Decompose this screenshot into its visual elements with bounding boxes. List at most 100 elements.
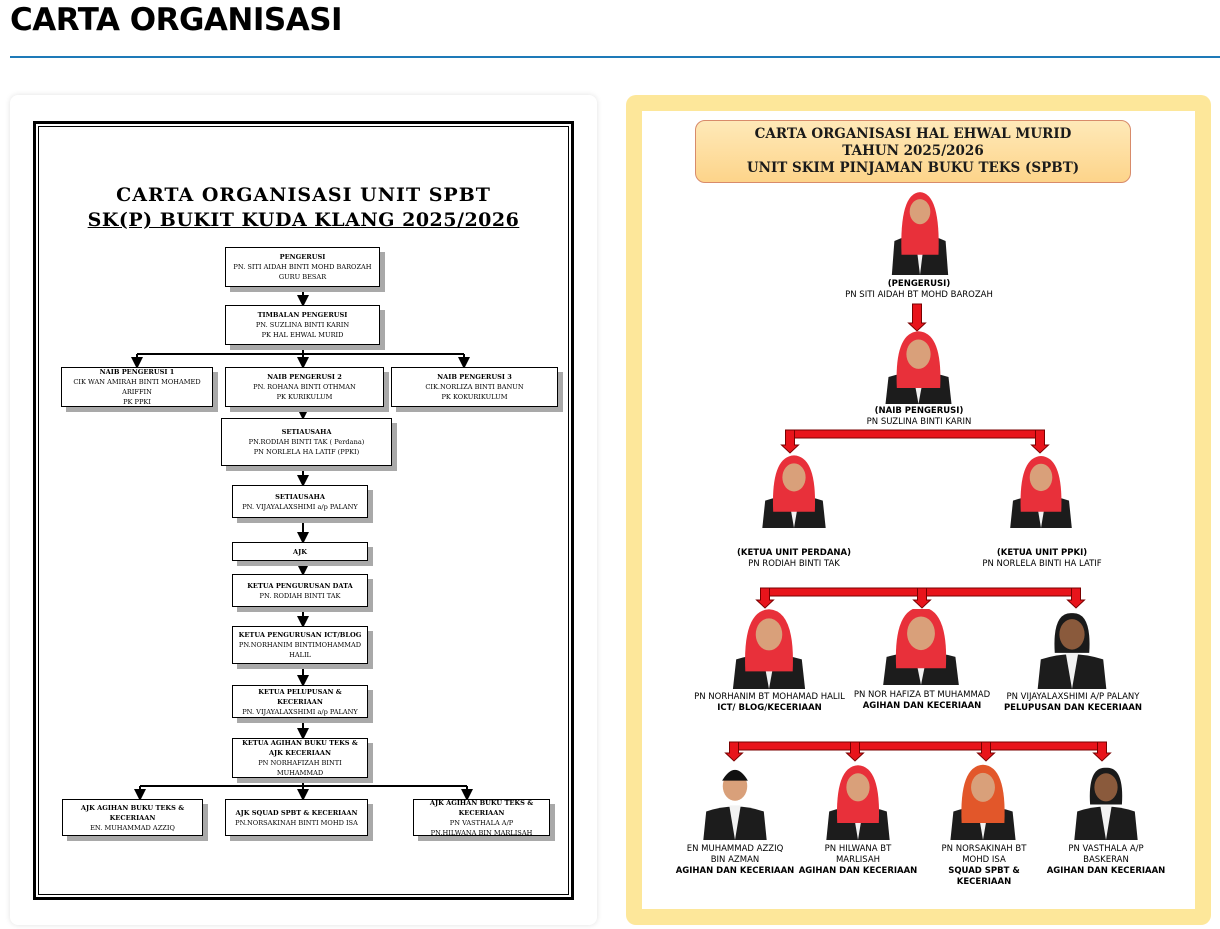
- red-arrow: [1092, 741, 1112, 762]
- person-9: [822, 763, 894, 840]
- org-box-line: CIK WAN AMIRAH BINTI MOHAMED ARIFFIN: [73, 378, 201, 396]
- portrait-photo-icon: [1010, 455, 1072, 528]
- person-3: [758, 454, 830, 528]
- org-box-role: NAIB PENGERUSI 2: [267, 373, 342, 381]
- red-arrow: [724, 741, 744, 762]
- portrait-photo-icon: [1074, 767, 1138, 840]
- person-4: [1006, 454, 1076, 528]
- portrait-photo-icon: [950, 764, 1016, 840]
- red-arrow: [755, 587, 775, 609]
- person-role: SQUAD SPBT & KECERIAAN: [948, 866, 1020, 887]
- org-box-role: SETIAUSAHA: [281, 428, 332, 436]
- org-box-2: TIMBALAN PENGERUSI PN. SUZLINA BINTI KARI…: [225, 305, 380, 345]
- portrait-photo-icon: [1037, 613, 1107, 689]
- org-box-role: KETUA AGIHAN BUKU TEKS & AJK KECERIAAN: [242, 739, 358, 757]
- org-box-role: KETUA PELUPUSAN & KECERIAAN: [258, 687, 342, 706]
- person-name: PN RODIAH BINTI TAK: [748, 559, 840, 569]
- org-box-role: NAIB PENGERUSI 1: [99, 368, 175, 376]
- portrait-photo-icon: [883, 609, 959, 685]
- person-role: AGIHAN DAN KECERIAAN: [862, 701, 982, 711]
- person-name: BASKERAN: [1083, 855, 1129, 865]
- org-box-line: PN. VIJAYALAXSHIMI a/p PALANY: [242, 707, 358, 716]
- left-chart-subtitle: SK(P) BUKIT KUDA KLANG 2025/2026: [87, 209, 520, 231]
- person-2: [881, 331, 956, 404]
- person-name: PN VIJAYALAXSHIMI A/P PALANY: [1006, 692, 1140, 702]
- person-name: PN NORHANIM BT MOHAMAD HALIL: [694, 692, 845, 702]
- org-box-line: PN.NORSAKINAH BINTI MOHD ISA: [235, 818, 358, 827]
- org-box-role: SETIAUSAHA: [275, 492, 325, 501]
- red-arrow: [976, 741, 996, 762]
- right-chart-arrows: [724, 303, 1112, 762]
- red-arrow: [1030, 429, 1050, 454]
- red-connector-bar: [729, 741, 1107, 751]
- person-11: [1070, 763, 1142, 840]
- person-role: AGIHAN DAN KECERIAAN: [798, 866, 918, 876]
- org-box-line: CIK.NORLIZA BINTI BANUN: [425, 383, 524, 391]
- person-name: PN NORSAKINAH BT: [941, 844, 1027, 854]
- person-name: MOHD ISA: [962, 855, 1006, 865]
- person-1: [888, 183, 952, 275]
- red-connector-bar: [785, 429, 1045, 439]
- portrait-photo-icon: [703, 769, 767, 840]
- person-name: PN NOR HAFIZA BT MUHAMMAD: [853, 690, 991, 700]
- org-box-line: PN.HILWANA BIN MARLISAH: [430, 828, 533, 837]
- right-chart-banner: CARTA ORGANISASI HAL EHWAL MURID TAHUN 2…: [695, 120, 1131, 183]
- person-label-2: (NAIB PENGERUSI)PN SUZLINA BINTI KARIN: [842, 406, 996, 428]
- left-org-chart-image: CARTA ORGANISASI UNIT SPBT SK(P) BUKIT K…: [33, 121, 574, 900]
- person-label-1: (PENGERUSI)PN SITI AIDAH BT MOHD BAROZAH: [842, 279, 996, 301]
- person-role: AGIHAN DAN KECERIAAN: [1046, 866, 1166, 876]
- org-box-line: PK PPKI: [123, 398, 151, 406]
- org-box-role: TIMBALAN PENGERUSI: [257, 311, 348, 319]
- title-divider: [10, 56, 1220, 58]
- portrait-photo-icon: [762, 455, 826, 528]
- person-role: (PENGERUSI): [887, 279, 951, 289]
- person-role: ICT/ BLOG/KECERIAAN: [717, 703, 822, 713]
- org-box-line: PN NORLELA HA LATIF (PPKI): [253, 448, 360, 456]
- person-10: [946, 763, 1020, 840]
- person-name: BIN AZMAN: [710, 855, 760, 865]
- portrait-photo-icon: [826, 765, 890, 840]
- org-box-6: SETIAUSAHA PN.RODIAH BINTI TAK ( Perdana)…: [221, 418, 392, 466]
- org-box-line: PK KURIKULUM: [276, 393, 333, 401]
- org-box-1: PENGERUSI PN. SITI AIDAH BINTI MOHD BAROZ…: [225, 247, 380, 287]
- org-box-line: PN. RODIAH BINTI TAK: [259, 591, 341, 600]
- org-box-role: AJK AGIHAN BUKU TEKS & KECERIAAN: [429, 798, 534, 817]
- page-title: CARTA ORGANISASI: [10, 2, 343, 38]
- org-box-line: PN.NORHANIM BINTIMOHAMMAD HALIL: [238, 641, 362, 659]
- red-arrow: [912, 587, 932, 609]
- right-chart-card[interactable]: CARTA ORGANISASI HAL EHWAL MURID TAHUN 2…: [626, 95, 1211, 925]
- org-box-3: NAIB PENGERUSI 1 CIK WAN AMIRAH BINTI MOH…: [61, 367, 213, 407]
- org-box-role: AJK: [293, 547, 307, 556]
- org-box-role: KETUA PENGURUSAN ICT/BLOG: [238, 631, 362, 639]
- org-box-line: PN VASTHALA A/P: [449, 818, 514, 827]
- person-name: EN MUHAMMAD AZZIQ: [686, 844, 784, 854]
- org-box-10: KETUA PENGURUSAN ICT/BLOG PN.NORHANIM BIN…: [232, 626, 368, 664]
- org-box-line: PN. SITI AIDAH BINTI MOHD BAROZAH: [233, 263, 372, 271]
- person-label-3: (KETUA UNIT PERDANA)PN RODIAH BINTI TAK: [708, 548, 880, 570]
- person-8: [699, 763, 771, 840]
- person-name: PN SITI AIDAH BT MOHD BAROZAH: [845, 290, 993, 300]
- org-box-8: AJK: [232, 542, 368, 561]
- person-6: [878, 609, 964, 685]
- person-7: [1033, 609, 1111, 689]
- org-box-line: PN. SUZLINA BINTI KARIN: [255, 321, 350, 329]
- left-chart-card[interactable]: CARTA ORGANISASI UNIT SPBT SK(P) BUKIT K…: [10, 95, 597, 925]
- org-box-line: PN.RODIAH BINTI TAK ( Perdana): [248, 438, 365, 446]
- banner-line-3: UNIT SKIM PINJAMAN BUKU TEKS (SPBT): [746, 160, 1080, 176]
- org-box-role: KETUA PENGURUSAN DATA: [247, 581, 353, 590]
- person-5: [728, 609, 810, 689]
- org-box-role: PENGERUSI: [279, 253, 326, 261]
